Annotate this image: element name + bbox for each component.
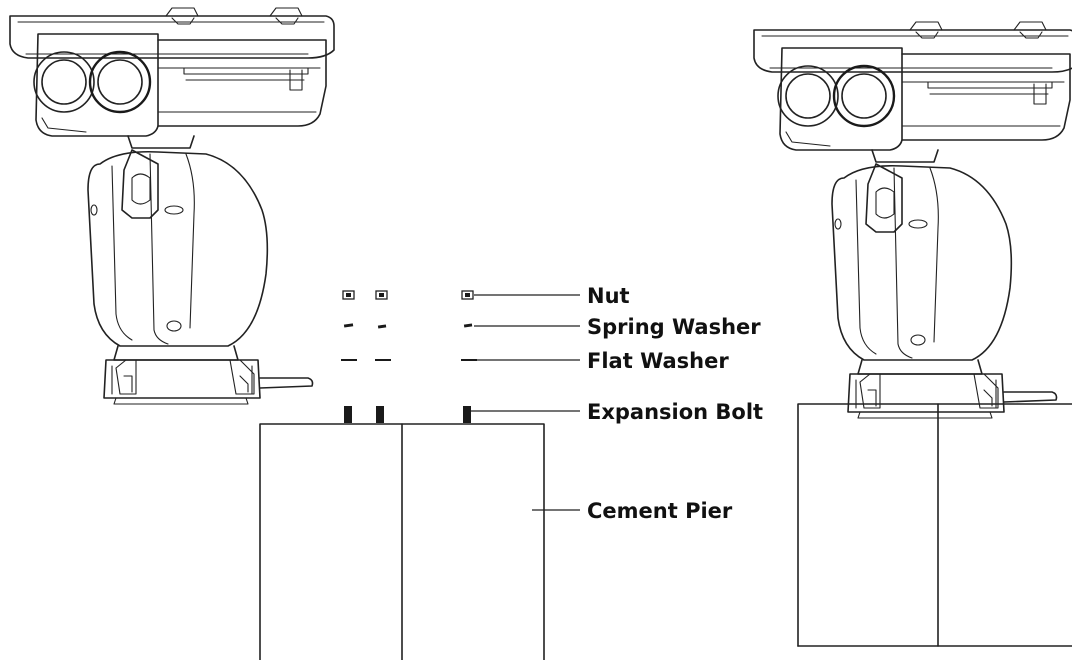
spring-washer-label: Spring Washer xyxy=(587,315,761,339)
cement-pier-label: Cement Pier xyxy=(587,499,733,523)
spring-washer-parts xyxy=(343,323,473,329)
nut-parts xyxy=(342,290,474,300)
right-cement-pier xyxy=(797,403,1072,647)
left-cement-pier xyxy=(259,423,545,660)
expansion-bolt-parts xyxy=(344,406,471,423)
flat-washer-parts xyxy=(341,359,477,361)
nut-label: Nut xyxy=(587,284,630,308)
leader-lines xyxy=(471,294,580,511)
flat-washer-label: Flat Washer xyxy=(587,349,729,373)
right-camera-icon xyxy=(752,20,1072,420)
left-camera-icon xyxy=(8,6,336,406)
expansion-bolt-label: Expansion Bolt xyxy=(587,400,763,424)
